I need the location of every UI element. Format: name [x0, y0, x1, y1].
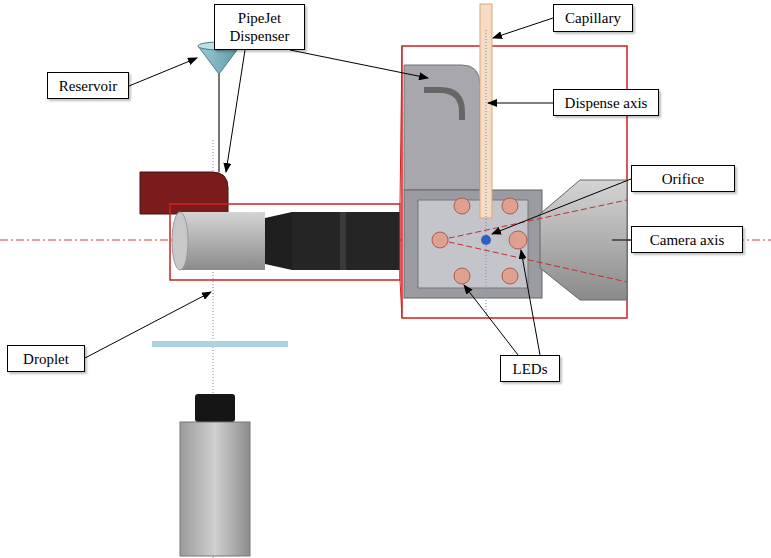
leader-line: [290, 50, 428, 78]
led-housing: [404, 190, 542, 298]
leader-line: [493, 18, 553, 38]
leader-line: [492, 179, 631, 234]
camera-lens: [195, 394, 235, 422]
leader-line: [488, 103, 553, 104]
led: [432, 232, 448, 248]
leader-line: [85, 292, 211, 358]
lens-ring: [340, 212, 346, 270]
leader-line: [612, 240, 631, 241]
callout-box: PipeJet Dispenser: [214, 4, 305, 50]
reservoir-tube: [218, 74, 220, 172]
zoom-dispense-axis: [486, 30, 487, 318]
callout-box: Droplet: [7, 345, 85, 372]
leader-line: [464, 285, 518, 355]
optics-housing: [180, 212, 265, 270]
led: [502, 198, 518, 214]
zoom-region: [170, 204, 400, 280]
callout-label: Orifice: [659, 170, 707, 188]
callout-label: Reservoir: [56, 77, 120, 95]
leader-line: [226, 50, 245, 172]
callout-label: LEDs: [510, 360, 551, 378]
callout-box: Camera axis: [631, 226, 743, 253]
optics-front: [172, 212, 188, 270]
pipejet-dispenser-body: [140, 172, 228, 214]
zoom-view: [402, 46, 627, 318]
lens-tube: [292, 212, 400, 270]
camera-body: [180, 422, 250, 556]
dispenser-channel: [424, 90, 462, 120]
leader-line: [129, 58, 197, 86]
callout-box: Reservoir: [47, 72, 129, 99]
callout-label: Capillary: [562, 9, 624, 27]
callout-box: Orifice: [631, 165, 735, 192]
led: [509, 231, 527, 249]
substrate-slide: [152, 341, 288, 347]
lens-cone: [265, 212, 292, 270]
callout-box: Dispense axis: [553, 89, 659, 116]
callout-label: Camera axis: [647, 231, 728, 249]
callout-box: LEDs: [500, 355, 560, 382]
callout-label: Droplet: [20, 350, 72, 368]
leader-line: [521, 250, 540, 355]
led: [454, 268, 470, 284]
callout-label: PipeJet Dispenser: [215, 9, 304, 45]
callout-box: Capillary: [553, 4, 633, 32]
callout-label: Dispense axis: [562, 94, 651, 112]
led: [502, 268, 518, 284]
droplet-dot: [481, 235, 491, 245]
led: [454, 198, 470, 214]
dispenser-section: [404, 65, 480, 190]
